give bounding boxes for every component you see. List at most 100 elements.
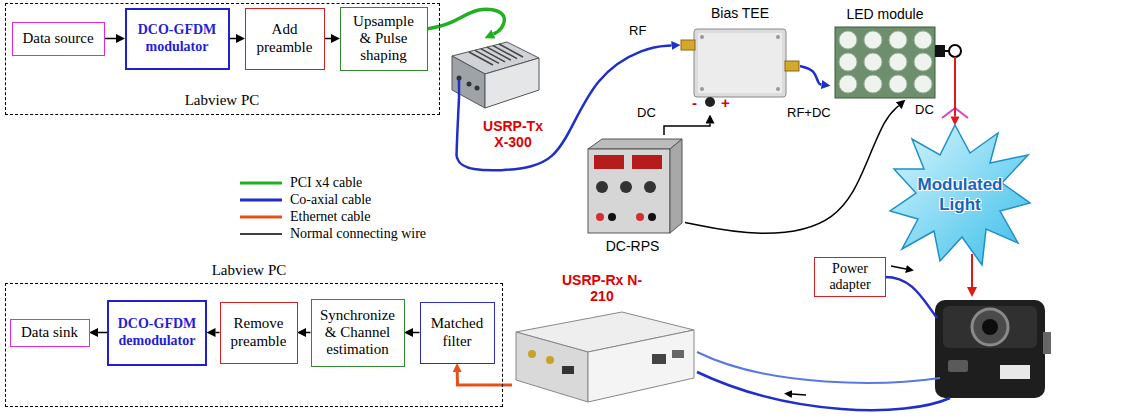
sma-port [546,356,554,364]
process-box: Matched filter [420,302,495,364]
display [632,155,662,169]
connector [664,124,710,136]
polarity-sign: - [692,95,697,110]
device-label: DC-RPS [580,238,685,254]
process-box: Remove preamble [220,302,298,364]
demodulator-box: DCO-GFDM demodulator [107,300,207,366]
connector [230,38,237,40]
heat-sink-fin [499,44,523,57]
direction-arrow [891,266,906,269]
device-label: USRP-Tx X-300 [479,118,547,150]
box-label: Data source [22,30,93,47]
port-label: RF [628,24,647,39]
legend-line-sample [238,177,284,189]
device-front [452,56,485,108]
port [475,86,480,91]
legend-text: PCI x4 cable [290,175,362,191]
bias-tee-device: Bias TEE [680,5,800,115]
legend-line [240,215,282,218]
detector-lens-ring [972,309,1008,345]
legend: PCI x4 cableCo-axial cableEthernet cable… [238,174,426,242]
legend-row: Normal connecting wire [238,225,426,242]
led-chip [889,75,907,93]
supply-top [588,139,682,149]
coaxial-stub [457,80,460,156]
detector-top [943,306,1037,348]
port [467,82,472,87]
modulated-light-burst: Modulated Light [890,125,1030,265]
legend-row: Ethernet cable [238,208,426,225]
ethernet-port [562,366,574,374]
legend-line [240,233,282,235]
box-label: Synchronize & Channel estimation [316,307,400,359]
power-cable [885,277,937,318]
display [594,155,624,169]
box-label: Matched filter [426,315,488,350]
terminal [596,213,604,221]
led-chip [914,75,932,93]
connector [98,332,107,334]
legend-line [240,198,282,201]
knob [644,181,656,193]
box-label: Data sink [21,324,78,341]
detector-body [935,300,1045,398]
port [457,76,462,81]
legend-text: Co-axial cable [290,192,371,208]
led-module-device: LED module [830,5,965,100]
device-label: LED module [830,6,940,22]
led-connector [935,45,945,57]
burst-outline [890,125,1030,265]
led-chip [914,31,932,49]
legend-row: Co-axial cable [238,191,426,208]
supply-side [670,139,682,233]
device-label: USRP-Rx N-210 [560,272,644,304]
bias-tee-face [698,33,782,93]
burst-label: Modulated Light [910,175,1010,214]
screw [776,35,780,39]
coaxial-cable [697,352,940,383]
port-label: RF+DC [786,106,832,121]
led-chip [889,53,907,71]
screw [700,87,704,91]
terminal [608,213,616,221]
power-adapter-box: Power adapter [814,257,886,297]
bias-tee-body [694,29,786,97]
legend-row: PCI x4 cable [238,174,426,191]
device-front [516,332,588,402]
usrp-rx-device: USRP-Rx N-210 [512,272,697,405]
process-box: Data sink [10,319,90,347]
led-chip [864,31,882,49]
connector [685,106,899,234]
led-chip [864,75,882,93]
led-chip [839,31,857,49]
led-chip [889,31,907,49]
bias-illustration [680,5,800,115]
detector-port [948,360,968,372]
process-box: Upsample & Pulse shaping [340,7,428,71]
box-label: Add preamble [252,21,318,56]
light-ray [955,108,968,118]
labview-pc-group: Data source DCO-GFDM modulator Add preambl… [5,3,440,115]
usrp-tx-device: USRP-Tx X-300 [447,38,542,156]
sma-connector [785,61,799,71]
connector [457,372,512,385]
modulator-box: DCO-GFDM modulator [125,8,230,70]
port-label: DC [636,106,657,121]
legend-line-sample [238,228,284,240]
led-chip [864,53,882,71]
port-label: DC [914,103,935,118]
screw [776,87,780,91]
sma-port [528,350,536,358]
knob [596,181,608,193]
side-port [652,354,666,364]
light-beam [954,57,956,100]
led-board [835,27,935,98]
knob [620,181,632,193]
legend-line-sample [238,211,284,223]
box-label: Upsample & Pulse shaping [349,13,419,65]
led-chip [839,75,857,93]
process-box: Data source [12,22,105,56]
terminal [648,213,656,221]
power-supply-device: DC-RPS [580,135,685,260]
box-label: Power adapter [819,261,881,293]
